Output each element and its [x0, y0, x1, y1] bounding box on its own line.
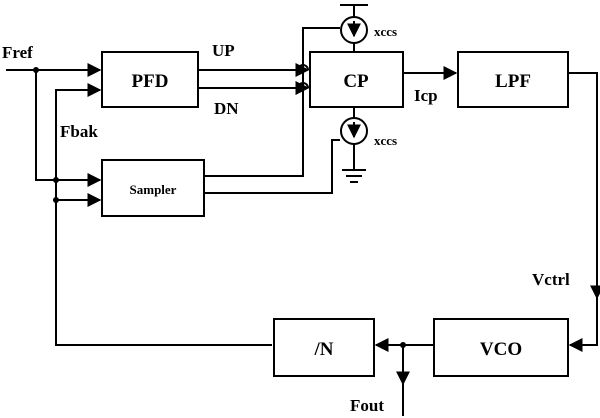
sampler-to-top-source-wire	[204, 27, 340, 177]
lpf-label: LPF	[495, 71, 531, 92]
vctrl-label: Vctrl	[532, 270, 570, 289]
dn-label: DN	[214, 99, 239, 118]
vctrl-wire	[568, 72, 598, 352]
cp-block: CP	[309, 51, 404, 108]
bottom-source-label: xccs	[374, 133, 397, 148]
fref-to-sampler-wire	[35, 70, 102, 187]
dn-wire	[198, 75, 315, 90]
cp-label: CP	[343, 71, 369, 92]
wires	[6, 27, 600, 416]
pfd-label: PFD	[132, 71, 169, 92]
sampler-to-bottom-source-wire	[204, 139, 340, 194]
bottom-current-source: xccs	[340, 107, 397, 183]
sampler-block: Sampler	[101, 159, 205, 217]
fout-label: Fout	[350, 396, 384, 415]
sampler-label: Sampler	[130, 182, 177, 197]
top-current-source: xccs	[340, 4, 397, 52]
vco-block: VCO	[433, 318, 569, 377]
lpf-block: LPF	[457, 51, 569, 108]
up-label: UP	[212, 41, 235, 60]
top-source-label: xccs	[374, 24, 397, 39]
feedback-wire	[55, 83, 272, 346]
icp-label: Icp	[414, 86, 438, 105]
up-wire	[198, 57, 315, 72]
fbak-label: Fbak	[60, 122, 98, 141]
vco-label: VCO	[480, 339, 522, 360]
fref-label: Fref	[2, 43, 33, 62]
divider-block: /N	[273, 318, 375, 377]
pfd-block: PFD	[101, 51, 199, 108]
divider-label: /N	[314, 339, 334, 360]
